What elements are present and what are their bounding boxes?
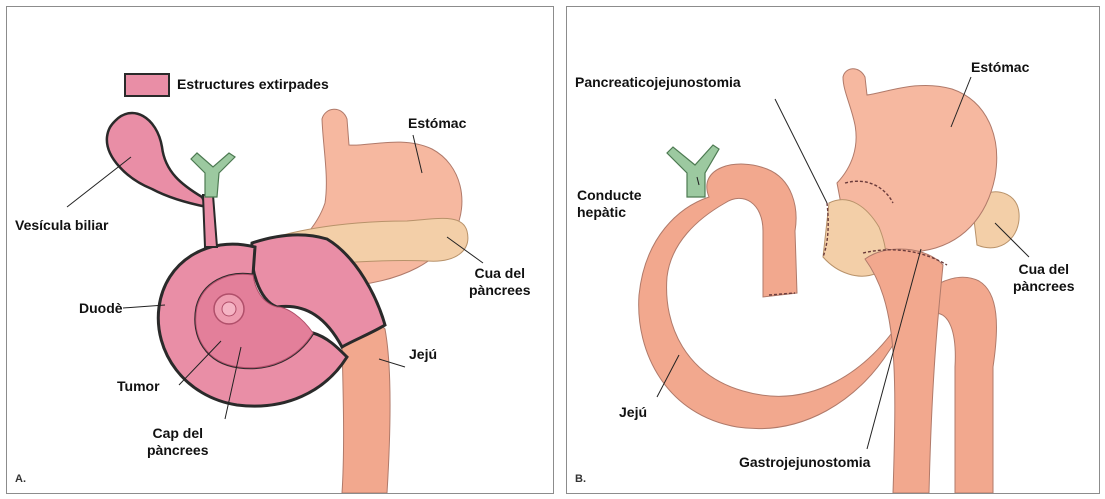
legend-label: Estructures extirpades [177, 76, 329, 93]
panel-b: Pancreaticojejunostomia Estómac Conducte… [566, 6, 1100, 494]
jejunum-limb-shape [865, 249, 943, 493]
label-vesicula-biliar: Vesícula biliar [15, 217, 108, 234]
bile-duct-shape [203, 195, 217, 247]
label-tumor: Tumor [117, 378, 160, 395]
label-conducte-hepatic: Conducte hepàtic [577, 187, 642, 221]
panel-a: Estructures extirpades Estómac Vesícula … [6, 6, 554, 494]
label-duode: Duodè [79, 300, 123, 317]
label-pancreaticojejunostomia: Pancreaticojejunostomia [575, 74, 741, 91]
label-jeju: Jejú [619, 404, 647, 421]
jejunum-shape [342, 321, 390, 493]
label-cap-del-pancrees: Cap del pàncrees [147, 425, 208, 459]
label-estomac: Estómac [408, 115, 466, 132]
legend-swatch [124, 73, 170, 97]
panel-letter-a: A. [15, 473, 26, 485]
label-cua-del-pancrees: Cua del pàncrees [469, 265, 530, 299]
label-gastrojejunostomia: Gastrojejunostomia [739, 454, 870, 471]
label-estomac: Estómac [971, 59, 1029, 76]
hepatic-duct-shape [191, 153, 235, 197]
label-cua-del-pancrees: Cua del pàncrees [1013, 261, 1074, 295]
label-jeju: Jejú [409, 346, 437, 363]
panel-letter-b: B. [575, 473, 586, 485]
